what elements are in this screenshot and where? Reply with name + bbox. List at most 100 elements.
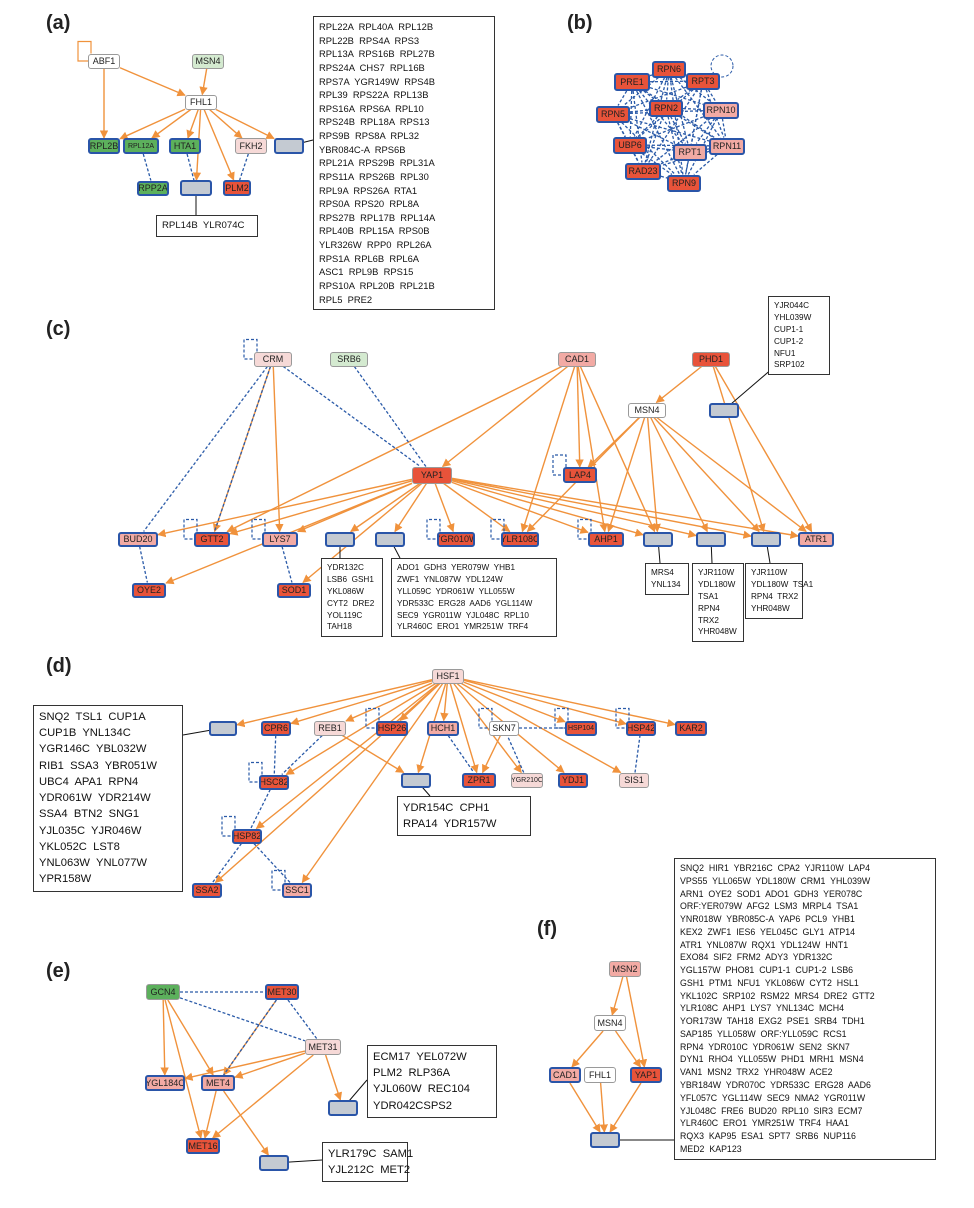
gene-list-line: RPL40B RPL15A RPS0B xyxy=(319,225,430,237)
regulation-edge xyxy=(714,366,813,533)
gene-list-line: GSH1 PTM1 NFU1 YKL086W CYT2 HSL1 xyxy=(680,977,859,988)
regulation-edge xyxy=(285,682,437,776)
gene-node-ygr210c: YGR210C xyxy=(511,772,543,788)
gene-group-node xyxy=(325,531,355,547)
regulation-edge xyxy=(229,480,413,536)
regulation-edge xyxy=(394,483,428,533)
gene-group-node xyxy=(209,720,237,736)
gene-list-line: RPS0A RPS20 RPL8A xyxy=(319,198,420,210)
interaction-edge xyxy=(506,735,525,773)
gene-node-met4: MET4 xyxy=(201,1075,235,1091)
gene-node-ygr010w: YGR010W xyxy=(437,531,475,547)
gene-node-crm: CRM xyxy=(254,351,292,367)
interaction-edge xyxy=(674,77,722,138)
regulation-edge xyxy=(167,999,214,1076)
gene-list-line: SNQ2 TSL1 CUP1A xyxy=(39,711,146,723)
interaction-edge xyxy=(645,116,664,163)
gene-list-line: YOL119C xyxy=(327,610,363,620)
interaction-edge xyxy=(660,158,674,165)
self-loop xyxy=(365,707,380,729)
gene-node-gtt2: GTT2 xyxy=(194,531,230,547)
gene-list-line: ZWF1 YNL087W YDL124W xyxy=(397,574,503,584)
gene-node-rpl2b: RPL2B xyxy=(88,138,120,154)
interaction-edge xyxy=(634,735,641,773)
interaction-edge xyxy=(447,735,475,773)
gene-node-rad23: RAD23 xyxy=(625,162,661,180)
gene-list-line: RPA14 YDR157W xyxy=(403,818,497,831)
gene-list-line: SRP102 xyxy=(774,360,805,370)
regulation-edge xyxy=(434,483,455,533)
gene-list-line: YDL180W TSA1 xyxy=(751,579,814,589)
self-loop xyxy=(271,869,286,891)
regulation-edge xyxy=(579,366,656,533)
gene-node-rpn10: RPN10 xyxy=(703,101,739,119)
interaction-edge xyxy=(617,90,628,106)
gene-list-line: YJL035C YJR046W xyxy=(39,824,142,837)
gene-list-line: YHR048W xyxy=(698,627,737,637)
gene-node-cad1: CAD1 xyxy=(549,1067,581,1083)
regulation-edge xyxy=(625,976,648,1068)
gene-list-line: ARN1 OYE2 SOD1 ADO1 GDH3 YER078C xyxy=(680,888,863,899)
interaction-edge xyxy=(223,999,277,1076)
interaction-edge xyxy=(138,546,149,583)
gene-list-line: UBC4 APA1 RPN4 xyxy=(39,775,139,788)
gene-node-abf1: ABF1 xyxy=(88,53,120,69)
interaction-edge xyxy=(660,175,668,179)
panel-label-a: (a) xyxy=(46,12,71,34)
gene-node-plm2: PLM2 xyxy=(223,180,251,196)
regulation-edge xyxy=(236,679,433,728)
interaction-edge xyxy=(143,366,268,532)
regulation-edge xyxy=(223,1090,269,1156)
gene-node-rpn2: RPN2 xyxy=(649,99,683,117)
gene-node-hsc82: HSC82 xyxy=(259,774,289,790)
regulation-edge xyxy=(214,682,441,884)
panel-label-e: (e) xyxy=(46,960,71,982)
interaction-edge xyxy=(679,76,711,103)
regulation-edge xyxy=(186,109,199,139)
interaction-edge xyxy=(721,118,727,138)
gene-node-pre1: PRE1 xyxy=(614,73,650,91)
regulation-edge xyxy=(324,1054,343,1101)
gene-node-skn7: SKN7 xyxy=(489,720,519,736)
regulation-edge xyxy=(441,365,569,468)
self-loop xyxy=(243,338,258,360)
interaction-edge xyxy=(621,122,676,175)
gene-node-ubp6: UBP6 xyxy=(613,136,647,154)
gene-node-fkh2: FKH2 xyxy=(235,138,267,154)
gene-group-node xyxy=(274,138,304,154)
self-loop xyxy=(554,707,569,729)
gene-list-line: RPS16A RPS6A RPL10 xyxy=(319,102,424,114)
gene-node-msn2: MSN2 xyxy=(609,961,641,977)
interaction-edge xyxy=(649,74,653,77)
interaction-edge xyxy=(250,789,271,829)
gene-node-met30: MET30 xyxy=(265,984,299,1000)
self-loop xyxy=(710,54,734,78)
gene-list-line: ATR1 YNL087W RQX1 YDL124W HNT1 xyxy=(680,939,849,950)
interaction-edge xyxy=(633,153,640,163)
interaction-edge xyxy=(707,89,717,102)
gene-list-line: TAH18 xyxy=(327,622,352,632)
regulation-edge xyxy=(575,366,584,468)
gene-list-line: YGR146C YBL032W xyxy=(39,743,147,756)
regulation-edge xyxy=(234,1052,306,1079)
gene-group-node xyxy=(709,402,739,418)
gene-list-line: YBR084C-A RPS6B xyxy=(319,143,406,155)
interaction-edge xyxy=(629,109,650,113)
gene-list-line: RPS11A RPS26B RPL30 xyxy=(319,170,429,182)
gene-list-line: CUP1B YNL134C xyxy=(39,727,131,740)
gene-node-ylr108c: YLR108C xyxy=(501,531,539,547)
gene-list-line: CUP1-1 xyxy=(774,324,804,334)
interaction-edge xyxy=(693,154,718,175)
regulation-edge xyxy=(184,1050,306,1081)
regulation-edge xyxy=(451,481,589,534)
regulation-edge xyxy=(209,108,243,139)
gene-list-line: YOR173W TAH18 EXG2 PSE1 SRB4 TDH1 xyxy=(680,1016,865,1027)
gene-list-line: ADO1 GDH3 YER079W YHB1 xyxy=(397,563,516,572)
interaction-edge xyxy=(142,153,152,181)
gene-node-ssa2: SSA2 xyxy=(192,882,222,898)
interaction-edge xyxy=(213,366,272,532)
interaction-edge xyxy=(670,116,686,144)
